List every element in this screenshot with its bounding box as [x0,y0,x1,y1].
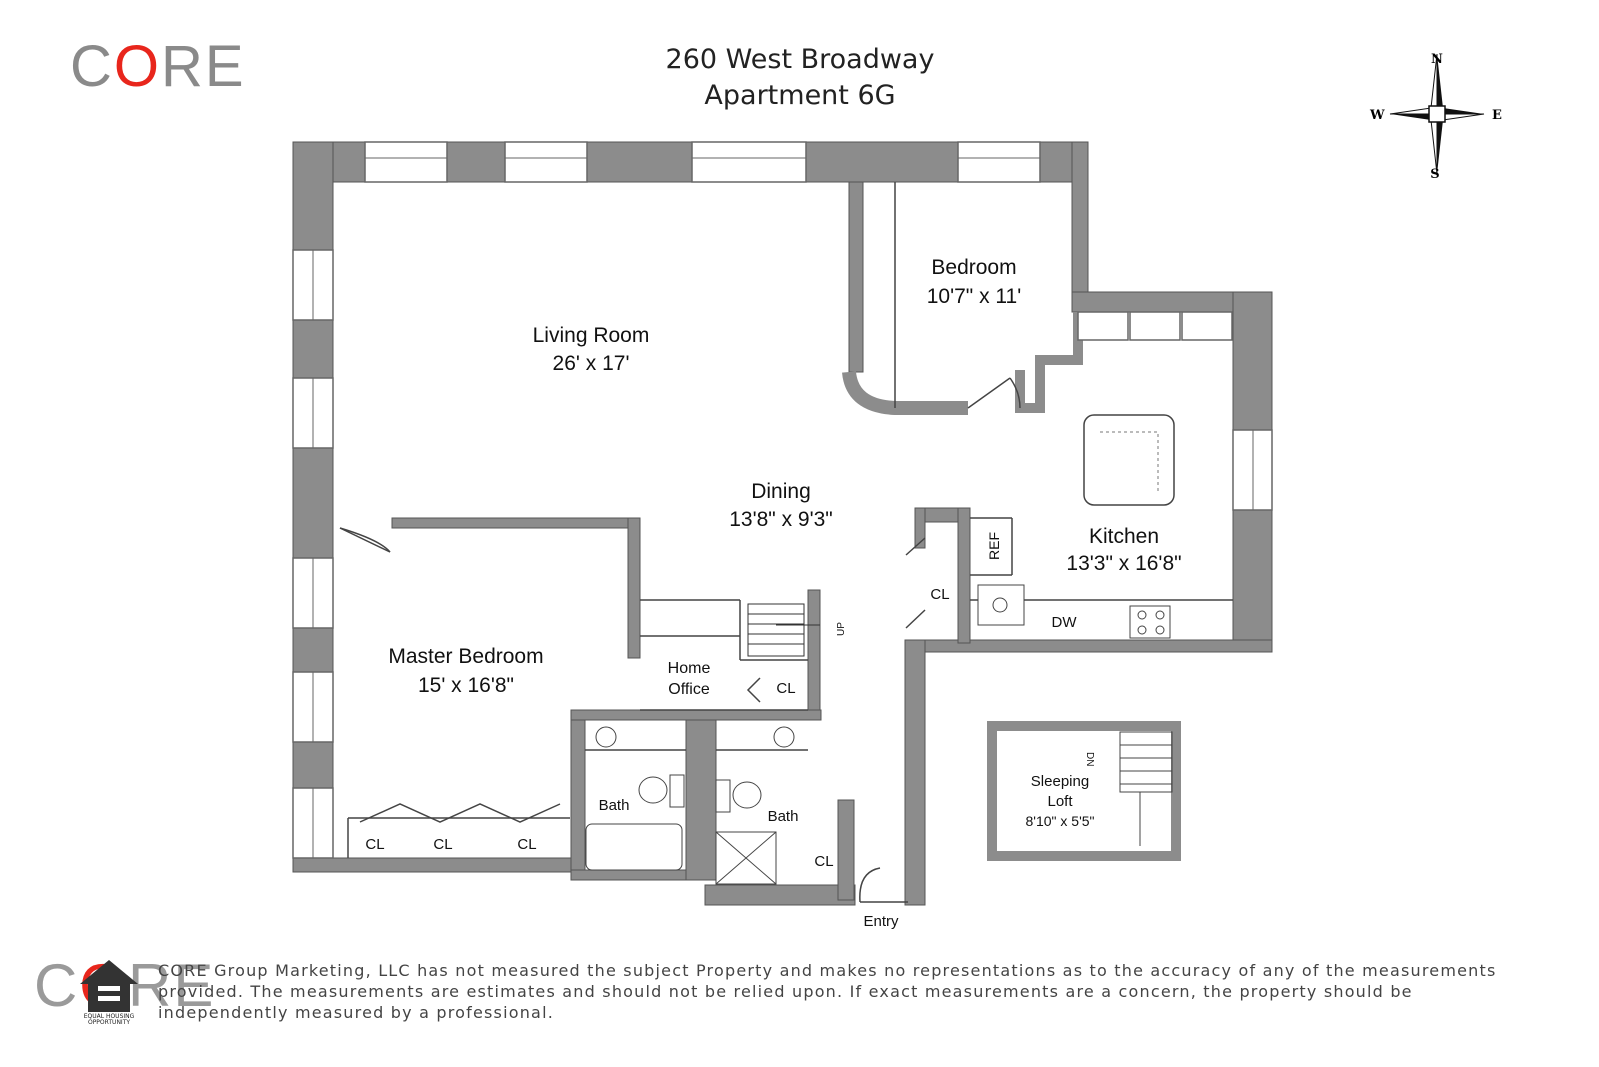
bathtub-icon [585,823,683,871]
loft-line1: Sleeping [1031,773,1089,790]
toilet-icon [732,781,762,809]
bath-label: Bath [599,797,630,814]
sleeping-loft [987,721,1181,861]
kitchen-island [1083,414,1175,506]
disclaimer-text: CORE Group Marketing, LLC has not measur… [158,961,1497,1022]
core-logo: CORE [70,38,246,96]
living-room-name: Living Room [533,324,650,347]
closet-label: CL [930,586,949,603]
closet-label: CL [433,836,452,853]
loft-dims: 8'10" x 5'5" [1026,813,1095,829]
bath-sink-icon [595,726,617,748]
living-room-dims: 26' x 17' [553,352,630,375]
stove-icon [1129,605,1171,639]
dining-dims: 13'8" x 9'3" [729,508,833,531]
compass-e: E [1492,108,1502,123]
logo-letter-o: O [113,34,162,99]
compass-w: W [1369,108,1385,123]
stairs-up-label: UP [836,622,847,636]
home-office-line1: Home [668,660,711,677]
master-bedroom-name: Master Bedroom [388,645,543,668]
bedroom-curved-wall [842,370,968,415]
kitchen-sink-icon [977,584,1025,626]
closet-label: CL [365,836,384,853]
compass-n: N [1431,52,1443,67]
stairs-down-label: DN [1084,752,1095,766]
compass-s: S [1430,167,1439,182]
closet-label: CL [776,680,795,697]
dishwasher-label: DW [1052,614,1078,631]
closet-label: CL [517,836,536,853]
stairs-up [747,603,820,657]
compass-rose-icon: N S E W [1369,52,1502,182]
bath-label: Bath [768,808,799,825]
refrigerator-label: REF [986,532,1002,560]
equal-housing-logo: EQUAL HOUSING OPPORTUNITY [78,958,140,1026]
address-line: 260 West Broadway [665,44,935,75]
listing-title: 260 West Broadway Apartment 6G [640,42,960,114]
home-office-line2: Office [668,681,710,698]
logo-letters-re: RE [161,34,246,99]
master-bedroom-dims: 15' x 16'8" [418,674,514,697]
loft-line2: Loft [1047,793,1073,810]
logo-letter-c: C [70,34,114,99]
dining-name: Dining [751,480,811,503]
kitchen-name: Kitchen [1089,525,1159,548]
entry-label: Entry [863,913,899,930]
kitchen-notch-wall [1015,312,1083,413]
doors [339,377,1021,903]
eho-text: EQUAL HOUSING OPPORTUNITY [83,1013,135,1026]
house-icon [80,960,138,1012]
apartment-line: Apartment 6G [704,80,896,111]
kitchen-dims: 13'3" x 16'8" [1066,552,1181,575]
bath-sink-icon [773,726,795,748]
closet-label: CL [814,853,833,870]
toilet-icon [638,776,668,804]
bedroom-dims: 10'7" x 11' [927,285,1021,308]
bedroom-name: Bedroom [931,256,1016,279]
